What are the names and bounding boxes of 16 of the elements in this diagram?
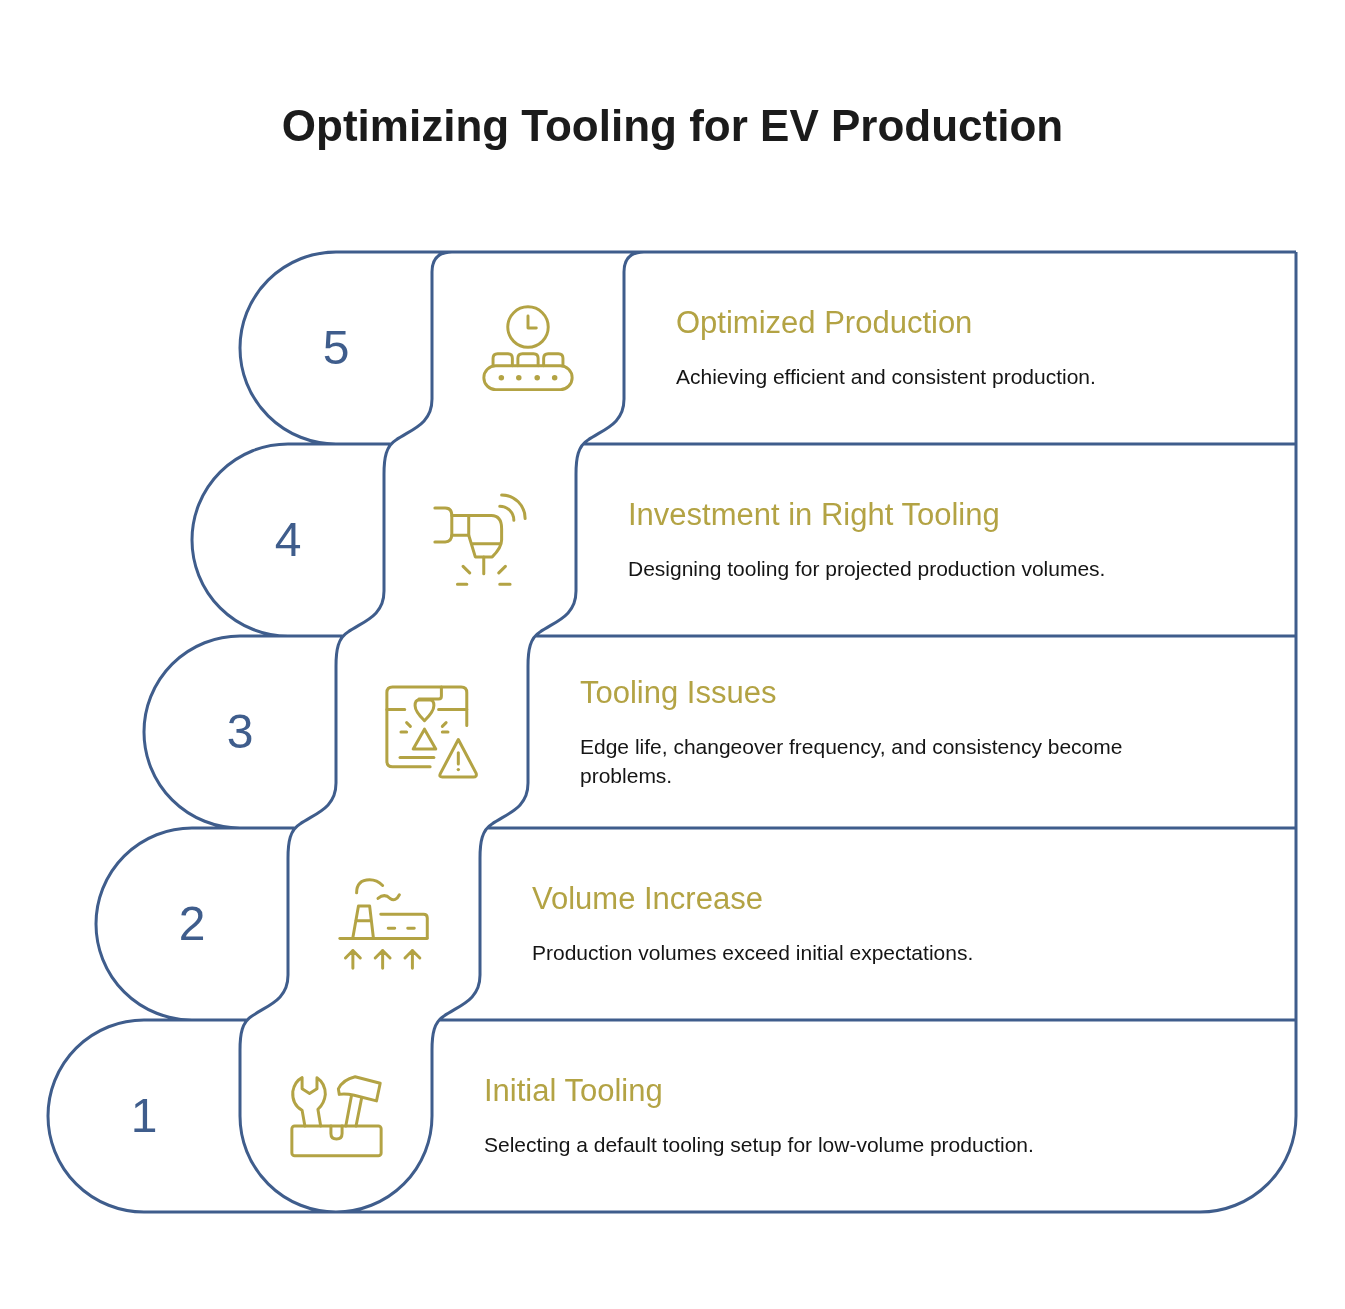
step-number: 1 — [130, 1092, 158, 1140]
step-description: Selecting a default tooling setup for low-volume production. — [484, 1132, 1034, 1159]
step-description: Designing tooling for projected production volumes. — [628, 556, 1106, 583]
step-title: Investment in Right Tooling — [628, 496, 1000, 534]
step-title: Volume Increase — [532, 880, 763, 918]
diagram-title: Optimizing Tooling for EV Production — [280, 100, 1065, 152]
step-title: Optimized Production — [676, 304, 973, 342]
step-number: 4 — [274, 516, 302, 564]
step-description: Edge life, changeover frequency, and consistency become problems. — [580, 734, 1124, 789]
step-description: Achieving efficient and consistent production. — [676, 364, 1096, 391]
step-number: 3 — [226, 708, 254, 756]
step-number: 2 — [178, 900, 206, 948]
step-title: Tooling Issues — [580, 674, 777, 712]
step-description: Production volumes exceed initial expectations. — [532, 940, 974, 967]
step-title: Initial Tooling — [484, 1072, 663, 1110]
step-number: 5 — [322, 324, 350, 372]
